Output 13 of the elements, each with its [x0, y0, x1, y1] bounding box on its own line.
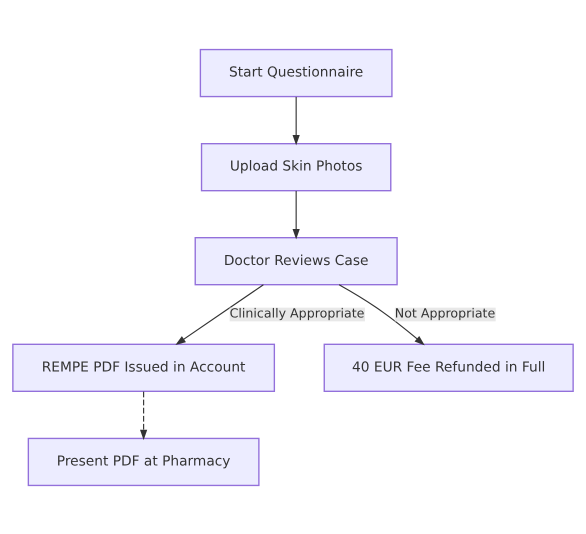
arrow	[292, 190, 300, 239]
node-box: Present PDF at Pharmacy	[28, 437, 260, 486]
node-box: Doctor Reviews Case	[194, 236, 398, 285]
arrow	[140, 391, 148, 440]
arrow	[292, 96, 300, 145]
edge-label: Not Appropriate	[394, 305, 496, 320]
edge-label: Clinically Appropriate	[230, 305, 364, 320]
arrow	[175, 284, 264, 344]
arrow	[338, 284, 425, 345]
node-box: Upload Skin Photos	[200, 142, 392, 191]
node-box: 40 EUR Fee Refunded in Full	[324, 343, 574, 392]
node-box: Start Questionnaire	[200, 48, 393, 97]
node-box: REMPE PDF Issued in Account	[12, 343, 276, 392]
